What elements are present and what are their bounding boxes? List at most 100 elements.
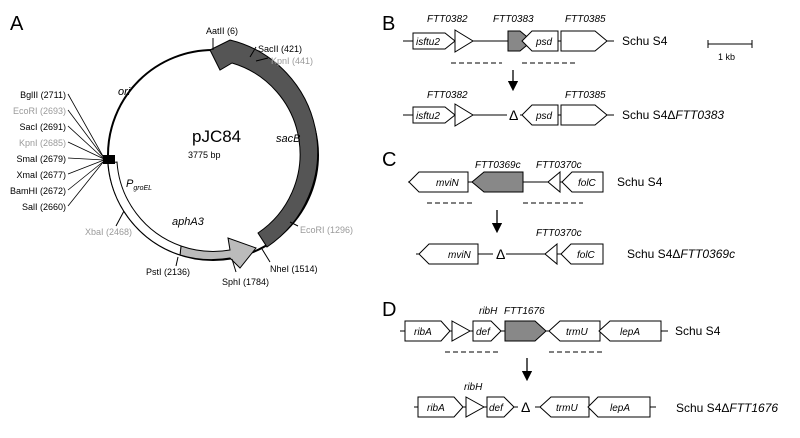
d-lepA-gene: [598, 320, 662, 342]
b-mut-psd-label: psd: [535, 111, 553, 122]
kpnI-left-site: KpnI (2685): [19, 138, 66, 148]
c-mut-mviN-gene: [418, 243, 479, 265]
c-ftt0370c-gene: [547, 170, 561, 194]
c-folC-gene: [561, 171, 604, 193]
d-def-label: def: [476, 327, 491, 338]
smaI-site: SmaI (2679): [16, 154, 66, 164]
xmaI-site: XmaI (2677): [16, 170, 66, 180]
bamHI-site: BamHI (2672): [10, 186, 66, 196]
xbaI-tick: [115, 210, 125, 227]
c-ftt0369c-gene: [471, 171, 524, 193]
d-ribH-top: ribH: [479, 306, 498, 317]
b-delta: Δ: [509, 107, 518, 123]
plasmid-size: 3775 bp: [188, 150, 221, 160]
mcs-block: [103, 155, 115, 164]
gene-ftt0383-top: FTT0383: [493, 14, 534, 25]
pstI-site: PstI (2136): [146, 267, 190, 277]
d-delta: Δ: [521, 399, 530, 415]
sacII-site: SacII (421): [258, 44, 302, 54]
groEL-promoter: [107, 161, 182, 256]
c-mut-mviN-label: mviN: [448, 250, 472, 261]
aphA3-gene: [179, 237, 257, 269]
d-ribH-bottom: ribH: [464, 382, 483, 393]
d-mut-trmU-label: trmU: [556, 403, 578, 414]
panel-a-label: A: [10, 13, 24, 35]
c-mut-folC-gene: [560, 243, 604, 265]
c-mut-ftt0370c-gene: [544, 242, 558, 266]
panel-c-label: C: [382, 149, 396, 171]
c-wt-strain: Schu S4: [617, 175, 663, 189]
scale-bar-label: 1 kb: [718, 52, 735, 62]
panel-d-label: D: [382, 299, 396, 321]
b-mutant-strain: Schu S4ΔFTT0383: [622, 108, 724, 122]
gene-ftt0370c-top: FTT0370c: [536, 160, 582, 171]
sacI-site: SacI (2691): [19, 122, 66, 132]
sphI-tick: [231, 258, 237, 273]
ecoRI-left-site: EcoRI (2693): [13, 106, 66, 116]
gene-ftt0385-bottom: FTT0385: [565, 90, 606, 101]
d-ribH-gene: [451, 320, 472, 342]
d-mutant-strain: Schu S4ΔFTT1676: [676, 401, 778, 415]
c-mviN-label: mviN: [436, 178, 460, 189]
sphI-site: SphI (1784): [222, 277, 269, 287]
d-def-gene: [472, 320, 502, 342]
d-mut-lepA-gene: [587, 396, 651, 418]
gene-ftt1676-top: FTT1676: [504, 306, 545, 317]
nheI-site: NheI (1514): [270, 264, 318, 274]
d-wt-strain: Schu S4: [675, 324, 721, 338]
d-lepA-label: lepA: [620, 327, 640, 338]
ori-label: ori: [118, 86, 131, 98]
kpnI-top-site: KpnI (441): [271, 56, 313, 66]
d-mut-ribH-gene: [465, 396, 486, 418]
d-ribA-label: ribA: [414, 327, 432, 338]
gene-ftt0385-top: FTT0385: [565, 14, 606, 25]
d-mut-def-gene: [486, 396, 515, 418]
ecoRI-right-site: EcoRI (1296): [300, 225, 353, 235]
aphA3-label: aphA3: [172, 216, 205, 228]
b-mut-psd-gene: [521, 104, 559, 126]
d-ftt1676-gene: [504, 320, 547, 342]
c-mviN-gene: [408, 171, 469, 193]
d-trmU-label: trmU: [566, 327, 588, 338]
b-ftt0385-gene: [560, 30, 608, 52]
d-mut-lepA-label: lepA: [610, 403, 630, 414]
d-ribA-gene: [404, 320, 451, 342]
b-isftu2-label: isftu2: [416, 37, 440, 48]
d-mut-ribA-label: ribA: [427, 403, 445, 414]
c-mutant-strain: Schu S4ΔFTT0369c: [627, 247, 735, 261]
sacB-gene: [209, 39, 319, 248]
b-wt-strain: Schu S4: [622, 34, 668, 48]
b-mut-ftt0382-gene: [454, 103, 474, 127]
gene-ftt0370c-bottom: FTT0370c: [536, 228, 582, 239]
d-trmU-gene: [548, 320, 601, 342]
salI-site: SalI (2660): [22, 202, 66, 212]
b-mut-isftu2-gene: [412, 106, 456, 124]
bglII-site: BglII (2711): [20, 90, 66, 100]
mcs-leader-lines: [67, 93, 105, 207]
panel-b-label: B: [382, 13, 395, 35]
c-delta: Δ: [496, 246, 505, 262]
d-mut-def-label: def: [489, 403, 504, 414]
b-psd-label: psd: [535, 37, 553, 48]
plasmid-name: pJC84: [192, 127, 241, 146]
sacB-label: sacB: [276, 133, 300, 145]
c-folC-label: folC: [578, 178, 597, 189]
promoter-label: PgroEL: [126, 178, 152, 192]
b-mut-ftt0385-gene: [560, 104, 608, 126]
c-mut-folC-label: folC: [577, 250, 596, 261]
pstI-tick: [175, 256, 179, 267]
gene-ftt0382-top: FTT0382: [427, 14, 468, 25]
b-ftt0383-gene: [507, 30, 533, 52]
gene-ftt0369c-top: FTT0369c: [475, 160, 521, 171]
b-isftu2-gene: [412, 32, 456, 50]
xbaI-site: XbaI (2468): [85, 227, 132, 237]
ecoRI-right-tick: [289, 221, 299, 227]
d-mut-trmU-gene: [539, 396, 590, 418]
b-mut-isftu2-label: isftu2: [416, 111, 440, 122]
sacII-tick: [249, 46, 257, 58]
nheI-tick: [261, 248, 271, 263]
kpnI-top-tick: [255, 57, 269, 62]
gene-ftt0382-bottom: FTT0382: [427, 90, 468, 101]
aatII-site: AatII (6): [206, 26, 238, 36]
